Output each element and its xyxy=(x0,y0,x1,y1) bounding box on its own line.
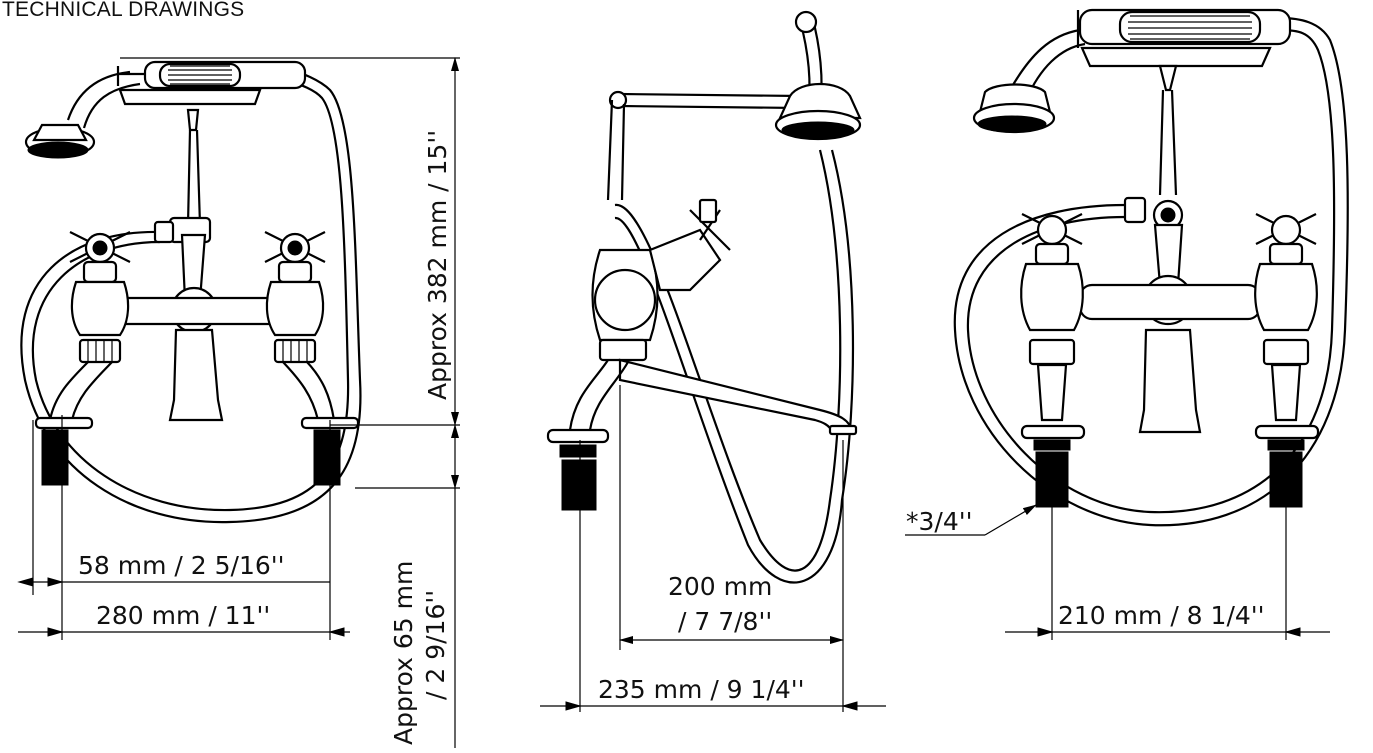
rear-left-cross-handle xyxy=(1020,213,1086,508)
dim-depth-235: 235 mm / 9 1/4'' xyxy=(598,675,805,704)
front-view-drawing xyxy=(20,60,362,524)
dim-reach-200-line2: / 7 7/8'' xyxy=(678,607,772,636)
page-title: TECHNICAL DRAWINGS xyxy=(2,0,245,21)
side-view-drawing xyxy=(546,10,862,584)
dim-width-280: 280 mm / 11'' xyxy=(96,601,270,630)
dim-spacing-58: 58 mm / 2 5/16'' xyxy=(78,551,285,580)
left-cross-handle xyxy=(69,231,131,364)
right-cross-handle xyxy=(264,231,326,364)
dim-height-total: Approx 382 mm / 15'' xyxy=(423,130,452,400)
rear-right-cross-handle xyxy=(1254,213,1320,508)
rear-view-drawing xyxy=(953,8,1349,527)
dim-approx-65-line1: Approx 65 mm xyxy=(389,561,418,745)
dimension-lines xyxy=(17,57,1330,748)
dim-approx-65-line2: / 2 9/16'' xyxy=(421,590,450,700)
dim-thread: *3/4'' xyxy=(906,507,972,536)
dim-reach-200-line1: 200 mm xyxy=(668,572,772,601)
dim-width-210: 210 mm / 8 1/4'' xyxy=(1058,601,1265,630)
